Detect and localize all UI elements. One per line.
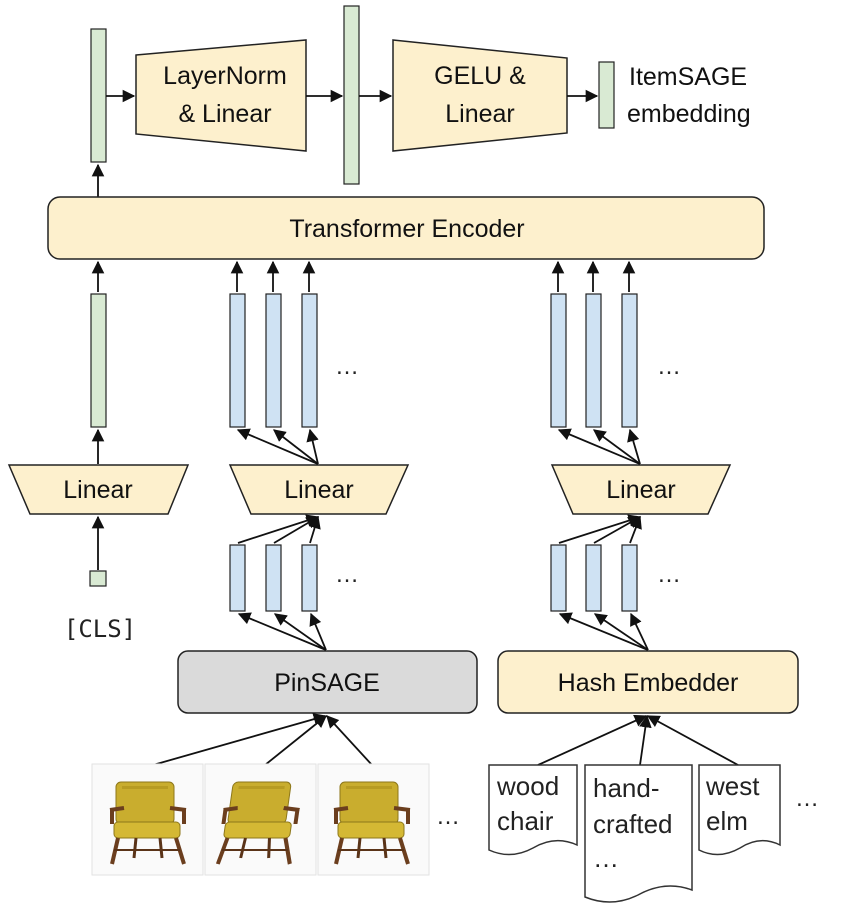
hash-vector-1: [550, 544, 567, 612]
layernorm-label-line2: & Linear: [178, 100, 271, 128]
cls-linear-label: Linear: [63, 476, 133, 504]
transformer-encoder-label: Transformer Encoder: [289, 215, 524, 243]
image-projected-vector-1: [229, 293, 246, 428]
doc1-line1: wood: [496, 771, 559, 801]
arrows-linear-to-vectors: [91, 428, 641, 465]
arrows-into-encoder: [91, 260, 636, 292]
doc1-line2: chair: [497, 806, 554, 836]
hash-embedder-block: [497, 650, 799, 714]
layernorm-linear-block: [135, 39, 307, 152]
pinsage-block: [177, 650, 478, 714]
itemsage-output-vector: [598, 61, 615, 129]
output-label-line2: embedding: [627, 100, 751, 128]
image-projected-ellipsis: …: [335, 353, 359, 380]
hash-vector-3: [621, 544, 638, 612]
armchair-photo-icon: [204, 763, 317, 876]
cls-projected-vector: [90, 293, 107, 428]
cls-linear-block: [7, 464, 190, 515]
document-icon: hand- crafted …: [584, 764, 693, 903]
image-linear-block: [228, 464, 410, 515]
image-projected-vector-2: [265, 293, 282, 428]
text-projected-vector-3: [621, 293, 638, 428]
doc3-line2: elm: [706, 806, 748, 836]
text-inputs-ellipsis: …: [795, 785, 819, 812]
armchair-photo-icon: [91, 763, 204, 876]
gelu-label-line2: Linear: [445, 100, 515, 128]
doc2-line2: crafted: [593, 809, 673, 839]
arrows-inputs-to-encoders: [152, 713, 739, 766]
text-projected-vector-1: [550, 293, 567, 428]
cls-output-vector: [90, 28, 107, 163]
document-icon: west elm: [698, 764, 781, 856]
layernorm-label-line1: LayerNorm: [163, 62, 287, 90]
doc2-line1: hand-: [593, 773, 660, 803]
gelu-label-line1: GELU &: [434, 62, 526, 90]
arrows-encoders-to-vectors: [237, 612, 649, 651]
pinsage-vector-ellipsis: …: [335, 561, 359, 588]
document-icon: wood chair: [488, 764, 578, 856]
image-projected-vector-3: [301, 293, 318, 428]
doc2-line3: …: [593, 843, 619, 873]
pinsage-label: PinSAGE: [274, 669, 380, 697]
armchair-photo-icon: [317, 763, 430, 876]
cls-token-label: [CLS]: [64, 615, 136, 643]
transformer-encoder-block: [47, 196, 765, 260]
image-linear-label: Linear: [284, 476, 354, 504]
hidden-vector: [343, 5, 360, 185]
text-linear-block: [550, 464, 732, 515]
hash-vector-ellipsis: …: [657, 561, 681, 588]
text-projected-vector-2: [585, 293, 602, 428]
arrows-vectors-to-linear: [91, 514, 642, 570]
output-label-line1: ItemSAGE: [629, 63, 747, 91]
hash-embedder-label: Hash Embedder: [558, 669, 739, 697]
doc3-line1: west: [705, 771, 760, 801]
pinsage-vector-2: [265, 544, 282, 612]
pinsage-vector-1: [229, 544, 246, 612]
text-linear-label: Linear: [606, 476, 676, 504]
image-inputs-ellipsis: …: [436, 803, 460, 830]
hash-vector-2: [585, 544, 602, 612]
pinsage-vector-3: [301, 544, 318, 612]
cls-token-vector: [89, 570, 107, 587]
text-projected-ellipsis: …: [657, 353, 681, 380]
gelu-linear-block: [392, 39, 568, 152]
